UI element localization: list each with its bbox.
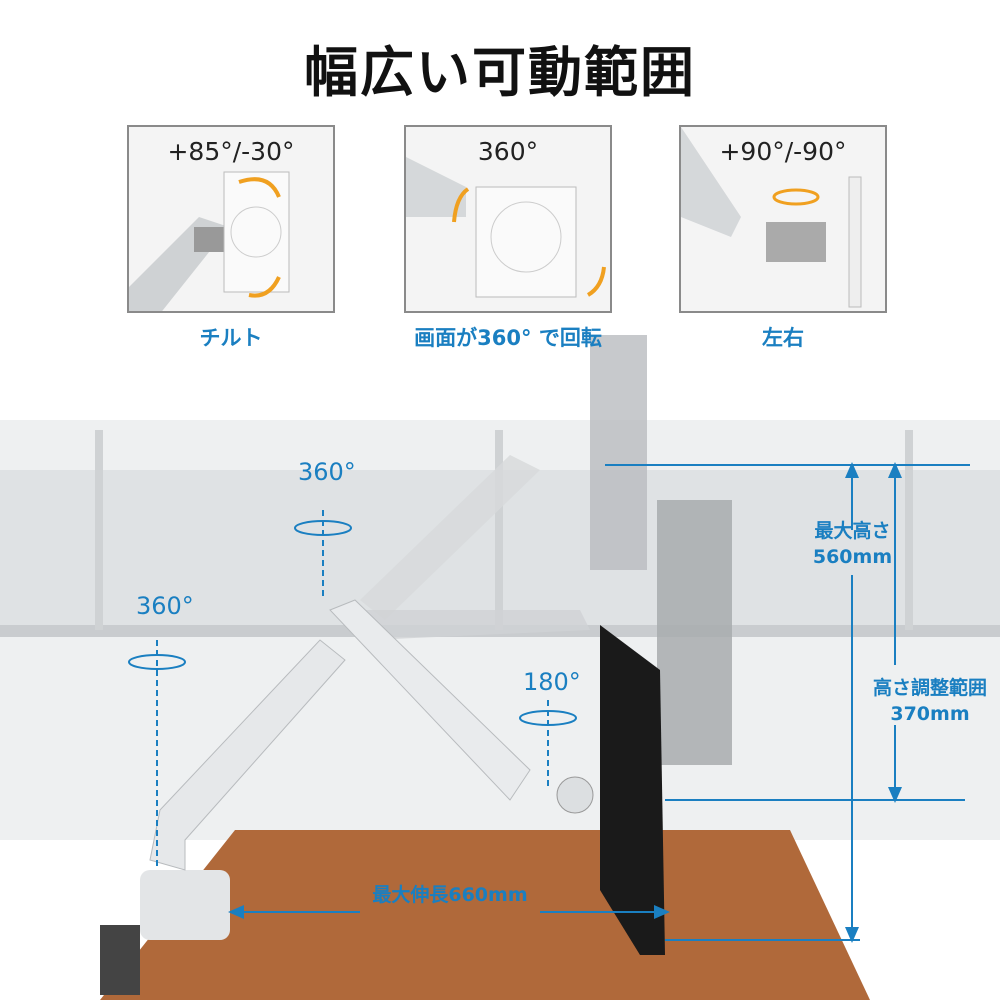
monitor [600, 625, 665, 955]
base-rotation-label: 360° [136, 592, 194, 620]
rotation-mount-image [406, 157, 606, 298]
swivel-angle: +90°/-90° [719, 137, 847, 166]
max-height-value: 560mm [812, 546, 893, 568]
monitor-ghost-mid [657, 500, 732, 765]
height-range-text: 高さ調整範囲 370mm [860, 675, 1000, 727]
orange-arrow-icon [238, 177, 281, 198]
lower-arm [149, 639, 346, 871]
upper-arm [329, 599, 531, 801]
swivel-panel: +90°/-90° [679, 125, 887, 313]
arm-rotation-label: 360° [298, 458, 356, 486]
max-height-text: 最大高さ 560mm [790, 518, 915, 570]
dimension-lines [128, 464, 970, 941]
swivel-mount-image [681, 127, 862, 308]
desk [100, 830, 870, 1000]
tilt-label: チルト [199, 326, 263, 350]
height-range-label: 高さ調整範囲 [872, 677, 987, 699]
clamp-base [140, 870, 230, 940]
tilt-panel: +85°/-30° [127, 125, 335, 313]
dimension-arrows [228, 462, 902, 943]
swivel-label: 左右 [762, 326, 804, 350]
tilt-mount-image [129, 171, 290, 311]
max-extension-label: 最大伸長660mm [372, 884, 528, 906]
head-rotation-label: 180° [523, 668, 581, 696]
rotation-label: 画面が360° で回転 [414, 326, 602, 350]
page-title: 幅広い可動範囲 [304, 41, 696, 104]
monitor-ghost-top [590, 335, 647, 570]
tilt-angle: +85°/-30° [167, 137, 295, 166]
rotation-panel: 360° [404, 125, 612, 313]
max-height-label: 最大高さ [814, 520, 891, 542]
orange-arrow-icon [772, 188, 820, 206]
rotation-angle: 360° [477, 137, 539, 166]
orange-arrow-icon [452, 187, 470, 223]
height-range-value: 370mm [890, 703, 970, 725]
